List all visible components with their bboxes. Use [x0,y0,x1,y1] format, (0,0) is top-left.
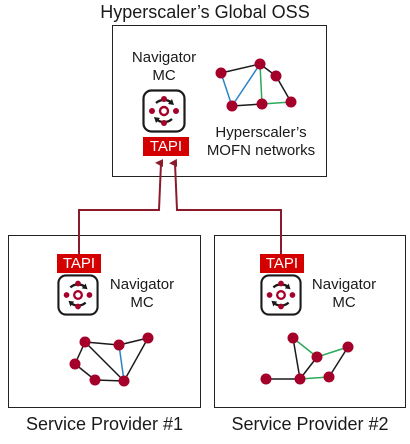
p1-node [142,332,154,344]
provider-1-navigator-label: Navigator MC [104,276,180,312]
hs-link [231,63,261,107]
provider-2-navigator-icon [260,274,302,321]
p1-node [113,339,125,351]
hs-node [256,98,268,110]
provider-1-network-graph [69,332,154,387]
provider-1-box [8,235,201,408]
p2-node [294,373,306,385]
mofn-network-label: Hyperscaler’s MOFN networks [200,124,322,160]
p2-node [311,351,323,363]
orchestration-gear-icon [57,274,99,316]
p2-link [328,346,349,378]
provider-2-network-graph [260,332,354,385]
hs-node [226,100,238,112]
orchestration-gear-icon [142,89,186,133]
global-navigator-line2: MC [152,67,176,84]
tapi-link-provider-2 [169,158,282,254]
hs-link [220,63,261,74]
provider-1-navigator-icon [57,274,99,321]
hs-node [285,96,297,108]
p1-link [123,337,149,382]
hs-node [254,58,266,70]
p2-node [287,332,299,344]
p1-link [84,341,120,346]
hs-node [270,70,282,82]
tapi-link-provider-1 [78,159,164,254]
p1-node [69,358,81,370]
p1-node [89,374,101,386]
hs-link [220,72,233,107]
p2-node [342,341,354,353]
provider-2-navigator-label: Navigator MC [306,276,382,312]
p2-node [323,371,335,383]
global-tapi-badge: TAPI [143,137,189,156]
provider-1-navigator-line2: MC [130,294,154,311]
p2-node [260,373,272,385]
p2-link [292,337,301,380]
provider-2-navigator-line2: MC [332,294,356,311]
p1-node [118,375,130,387]
mofn-line2: MOFN networks [206,142,316,159]
provider-1-navigator-line1: Navigator [109,276,175,293]
provider-1-caption: Service Provider #1 [25,414,184,434]
orchestration-gear-icon [260,274,302,316]
hs-node [215,67,227,79]
global-navigator-icon [142,89,186,138]
provider-2-caption: Service Provider #2 [231,414,389,434]
provider-2-tapi-badge: TAPI [260,254,304,273]
mofn-line1: Hyperscaler’s [215,124,307,141]
global-navigator-label: Navigator MC [128,49,200,85]
hyperscaler-network-graph [215,58,297,112]
global-oss-title: Hyperscaler’s Global OSS [100,2,310,22]
p1-node [79,336,91,348]
provider-2-navigator-line1: Navigator [311,276,377,293]
p1-link [84,341,125,382]
provider-1-tapi-badge: TAPI [57,254,101,273]
p1-link [118,344,125,382]
global-navigator-line1: Navigator [131,49,197,66]
provider-2-box [214,235,406,408]
hs-link [259,63,263,105]
